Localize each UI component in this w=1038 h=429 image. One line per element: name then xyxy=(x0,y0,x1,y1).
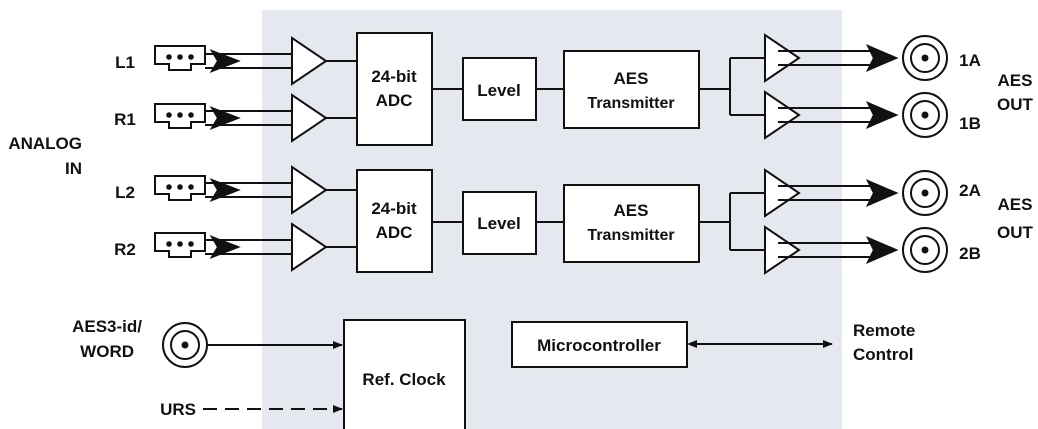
bnc-connector-icon xyxy=(902,227,948,273)
output-amplifier-icon xyxy=(764,225,801,275)
microcontroller-block xyxy=(511,321,688,368)
xlr-connector-icon xyxy=(154,232,206,258)
output-split-line xyxy=(699,57,765,116)
adc-label-line1: 24-bit xyxy=(371,199,417,218)
level-label: Level xyxy=(477,81,520,100)
arrowhead-icon xyxy=(209,178,241,202)
ref-input-label-line1: AES3-id/ xyxy=(72,317,142,336)
remote-control-label-line2: Control xyxy=(853,345,913,364)
level-block xyxy=(462,57,537,121)
input-amplifier-icon xyxy=(291,93,328,143)
arrowhead-icon xyxy=(209,106,241,130)
aes-transmitter-block xyxy=(563,50,700,129)
bnc-connector-icon xyxy=(162,322,208,368)
arrowhead-icon xyxy=(865,44,899,72)
output-label-2a: 2A xyxy=(959,181,981,200)
arrowhead-icon xyxy=(209,235,241,259)
input-label-l1: L1 xyxy=(115,53,135,72)
transmitter-label-line1: AES xyxy=(614,201,649,220)
aes-transmitter-block xyxy=(563,184,700,263)
arrowhead-icon xyxy=(865,236,899,264)
output-label-1b: 1B xyxy=(959,114,981,133)
remote-control-label-line1: Remote xyxy=(853,321,915,340)
urs-label: URS xyxy=(160,400,196,419)
ref-clock-block xyxy=(343,319,466,429)
analog-in-label-line1: ANALOG xyxy=(8,134,82,153)
ref-input-label-line2: WORD xyxy=(80,342,134,361)
adc-block xyxy=(356,32,433,146)
xlr-connector-icon xyxy=(154,45,206,71)
bnc-connector-icon xyxy=(902,35,948,81)
xlr-connector-icon xyxy=(154,175,206,201)
microcontroller-label: Microcontroller xyxy=(537,336,661,355)
output-label-2b: 2B xyxy=(959,244,981,263)
output-amplifier-icon xyxy=(764,33,801,83)
input-label-r2: R2 xyxy=(114,240,136,259)
aes-out-label-line1: AES xyxy=(998,71,1033,90)
level-block xyxy=(462,191,537,255)
input-label-l2: L2 xyxy=(115,183,135,202)
transmitter-label-line2: Transmitter xyxy=(587,227,674,244)
output-split-line xyxy=(699,192,765,251)
bnc-connector-icon xyxy=(902,170,948,216)
output-label-1a: 1A xyxy=(959,51,981,70)
analog-in-label-line2: IN xyxy=(65,159,82,178)
transmitter-label-line1: AES xyxy=(614,69,649,88)
xlr-connector-icon xyxy=(154,103,206,129)
aes-out-label-line2: OUT xyxy=(997,95,1034,114)
input-amplifier-icon xyxy=(291,222,328,272)
aes-out-label-line1: AES xyxy=(998,195,1033,214)
output-amplifier-icon xyxy=(764,90,801,140)
adc-label-line2: ADC xyxy=(376,223,413,242)
aes-out-label-line2: OUT xyxy=(997,223,1034,242)
input-label-r1: R1 xyxy=(114,110,136,129)
adc-block xyxy=(356,169,433,273)
adc-label-line2: ADC xyxy=(376,91,413,110)
level-label: Level xyxy=(477,214,520,233)
arrowhead-icon xyxy=(209,49,241,73)
input-amplifier-icon xyxy=(291,165,328,215)
input-amplifier-icon xyxy=(291,36,328,86)
arrowhead-icon xyxy=(865,101,899,129)
adc-label-line1: 24-bit xyxy=(371,67,417,86)
ref-clock-label: Ref. Clock xyxy=(362,370,446,389)
arrowhead-icon xyxy=(865,179,899,207)
output-amplifier-icon xyxy=(764,168,801,218)
transmitter-label-line2: Transmitter xyxy=(587,95,674,112)
bnc-connector-icon xyxy=(902,92,948,138)
